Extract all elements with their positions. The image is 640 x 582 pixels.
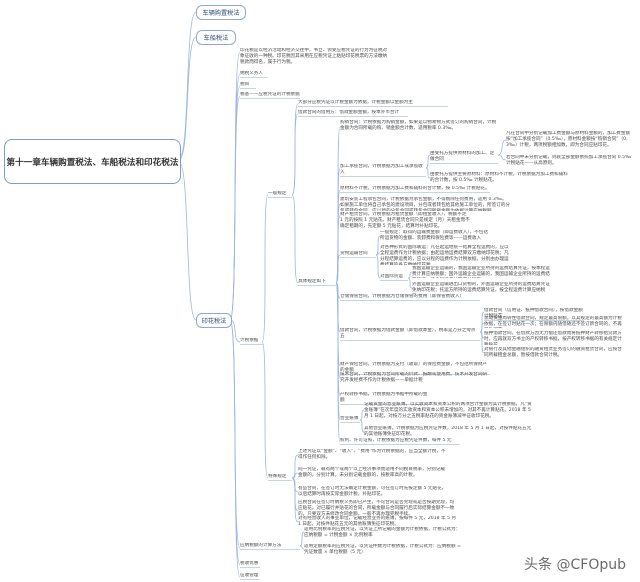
item-storage-contract: 仓储保管合同，计税依据为仓储保管的费用（即保管费收入）	[340, 294, 480, 301]
item-books-other: 其他营业账簿，计税依据为应税凭证件数，2018 年 5 月 1 日起，对按件贴花…	[364, 426, 532, 437]
root-topic[interactable]: 第十一章车辆购置税法、车船税法和印花税法	[4, 139, 181, 184]
item-processing-separate: 凡在合同中分别记载加工费金额与原材料金额的，加工费金额按“加工承揽合同”（0.5…	[506, 131, 631, 148]
item-loan-credit: 借款合同（信用证、抵押借款合同），按借款金额计税贴花	[484, 308, 584, 321]
item-freight-domestic-carrier: 我国运输企业运输的，我国运输企业所持的运费结算凭证，按本程运费计算应纳税额；国外…	[412, 266, 550, 278]
item-loan-revolving: 流动资金周转性借款合同，规定最高限额，以其规定的最高额为计税依据，在签订时贴花一…	[484, 316, 622, 328]
item-processing-client-material: 由委托方提供主要原材料：原材料不计税，计税依据为加工费和辅料的合计数，按 0.5…	[430, 172, 568, 183]
item-freight-general: 一般规定：取得的运输费金额（即运费收入），不包括所运货物的金额、装卸费和保险费等…	[380, 230, 488, 241]
item-books-capital: 记载资金的营业账簿，以实收资本和资本公积的两项合计金额为其计税依据，凡“资金账簿…	[364, 402, 533, 419]
item-construction-contract: 建筑安装工程承包合同，计税依据为承包金额，不得剔除任何费用，适用 0.3‰。如果…	[340, 197, 510, 211]
item-property-transfer: 产权转移书据，计税依据为书据中所载的金额	[340, 392, 430, 405]
special-institution-books: 对有经营收入的事业单位，记载经营业务的账簿，按每件 5 元，2018 年 5 月…	[298, 516, 458, 527]
payable-proportional: 适用比例税率的应税凭证，以凭证上所记载的金额为计税依据，计税公式为：应纳税额 =…	[304, 527, 461, 538]
item-freight-intl: 对国际货运	[380, 274, 408, 281]
node-special-rules[interactable]: 特殊规定	[268, 474, 292, 481]
item-technology-contract: 技术合同，计税依据为合同所载的价款、报酬或使用费。技术开发合同研究开发经费不作为…	[340, 372, 488, 383]
special-full-amount: 上述凭证以“金额”、“收入”、“费用”作为计税依据的，应当全额计税，不得作任何扣…	[298, 449, 446, 460]
branch-vehicle-vessel-tax[interactable]: 车船税法	[196, 30, 236, 45]
stamp-intro: 印花税是以经济活动和经济交往中，书立、领受应税凭证的行为为征税对象征收的一种税。…	[240, 48, 388, 64]
item-purchase-contract: 购销合同：计税依据为购销金额，如果是以物易物方式签订的购销合同，计税金额为合同所…	[340, 120, 497, 131]
item-business-books: 营业账簿	[340, 416, 360, 423]
node-specific-items[interactable]: 具体规定如下	[298, 279, 336, 286]
item-raw-material: 原材料不计税，计税依据为加工费和辅料的合计数，按 0.5‰ 计税贴花。	[340, 186, 490, 193]
node-preferences[interactable]: 税收优惠	[240, 561, 260, 568]
item-loan-contract: 借款合同，计税依据为借款金额（即借款本金），税率是万分之零点五	[340, 328, 480, 341]
item-freight-foreign-carrier: 外国运输企业运输进出口货物的，外国运输企业所持的运费结算凭证免纳印花税；托运方所…	[412, 282, 550, 294]
node-calc-basis[interactable]: 计税依据	[240, 338, 264, 345]
item-loan-mortgage: 抵押借款合同，在借款方因无力偿还借款而将抵押财产转移给贷款方时，应再就双方书立的…	[484, 331, 622, 345]
node-payable-calc[interactable]: 应纳税额的计算方法	[240, 543, 300, 550]
node-collection[interactable]: 征收管理	[240, 573, 260, 580]
branch-vehicle-purchase-tax[interactable]: 车辆购置税法	[196, 5, 246, 20]
item-insurance-contract: 财产保险合同，计税依据为支付（收取）的保险费金额，不包括所保财产的金额	[340, 362, 490, 375]
item-freight-intl-combined: 对各种形式的国际联运：凡在起运地统一结算全程运费的，应以全程运费作为计税依据；由…	[380, 245, 509, 265]
item-processing-trustee-material: 由受托方提供原材料的加工、定做合同	[430, 151, 498, 164]
item-freight-contract: 货物运输合同	[340, 251, 376, 258]
node-tax-items[interactable]: 税目	[240, 82, 256, 89]
node-tax-base[interactable]: 税基——应税凭证的计税依据	[240, 92, 300, 99]
item-processing-contract: 加工承揽合同，计税依据为加工或承揽收入	[340, 164, 426, 177]
payable-fixed: 适用定额税率的应税凭证，以凭证件数为计税依据，计税公式为：应纳税额 = 凭证数量…	[304, 544, 463, 555]
item-lease-contract: 财产租赁合同，计税依据为租赁金额（即租金收入），税额不足 1 元的按照 1 元贴…	[340, 212, 470, 229]
note-loan-amount: 借款合同的借用方：借款金额金额，按本外币合计	[298, 110, 408, 117]
special-multiple-items: 同一凭证，载有两个或两个以上经济事项而适用不同税目税率，分别记载金额的，分别计算…	[298, 467, 446, 478]
branch-stamp-tax[interactable]: 印花税法	[196, 313, 232, 328]
node-taxpayer[interactable]: 纳税义务人	[240, 71, 268, 78]
watermark: 头条 @CFOpub	[524, 557, 626, 573]
note-amount-basis: 大部分应税凭证以计税金额为依据，计税金额以金额为主	[298, 100, 448, 107]
item-processing-combined: 若合同中未分别记载，则就全部金额依照加工承揽合同 0.5‰ 计税贴花——从高原则…	[506, 155, 633, 166]
item-loan-leasing: 对银行及其他金融组织的融资租赁业务签订的融资租赁合同，应按合同所载租金总额，暂按…	[484, 347, 622, 358]
special-obligation-on-signing: 应税合同在签订时纳税义务即已产生，不论合同是否兑现或是否按期兑现，均应贴花。对已…	[298, 500, 455, 517]
node-general-rules[interactable]: 一般规定	[268, 191, 292, 198]
special-undetermined-amount: 有些合同，在签订时无法确定计税金额，可在签订时先按定额 5 元贴花，以后结算时再…	[298, 486, 447, 497]
item-licenses: 权利、许可证照，计税依据为应税凭证件数，每件 5 元	[340, 438, 460, 445]
